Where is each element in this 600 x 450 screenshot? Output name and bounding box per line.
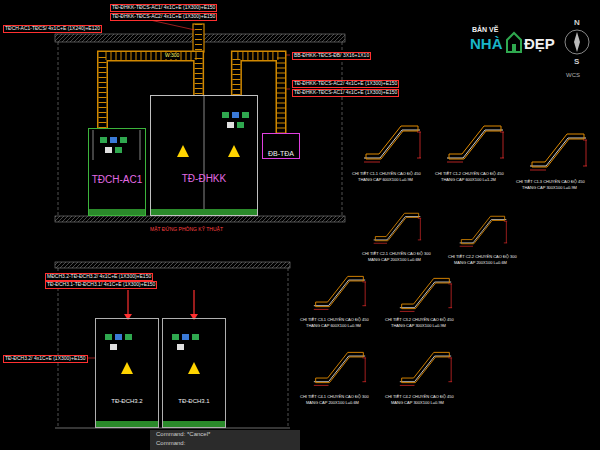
tray-detail bbox=[530, 134, 587, 170]
logo-text: ĐẸP bbox=[524, 35, 555, 52]
logo-text: NHÀ bbox=[470, 35, 503, 52]
detail-caption: CHI TIẾT C1.2 CHUYỂN CAO ĐỘ 450 bbox=[435, 172, 504, 177]
electrical-panel: TĐCH-AC1 bbox=[88, 128, 146, 216]
panel-internals bbox=[89, 130, 145, 215]
detail-caption: THANG CÁP 300X100 L=0.9M bbox=[391, 324, 446, 329]
logo-text: BẢN VẼ bbox=[472, 26, 498, 34]
detail-caption: CHI TIẾT C3.1 CHUYỂN CAO ĐỘ 450 bbox=[300, 318, 369, 323]
detail-caption: THANG CÁP 600X100 L=1.2M bbox=[441, 178, 496, 183]
cable-label: S bbox=[574, 57, 579, 66]
detail-caption: CHI TIẾT C4.1 CHUYỂN CAO ĐỘ 300 bbox=[300, 395, 369, 400]
tray-detail bbox=[364, 126, 421, 162]
cable-tray-riser bbox=[193, 24, 204, 52]
detail-caption: CHI TIẾT C2.2 CHUYỂN CAO ĐỘ 300 bbox=[448, 255, 517, 260]
tray-detail bbox=[374, 213, 422, 243]
panel-internals bbox=[96, 334, 225, 427]
detail-caption: MÁNG CÁP 200X100 L=0.6M bbox=[454, 261, 507, 266]
detail-caption: CHI TIẾT C1.3 CHUYỂN CAO ĐỘ 450 bbox=[516, 180, 585, 185]
panel-name: TĐ-ĐHKK bbox=[182, 173, 226, 184]
detail-caption: CHI TIẾT C4.2 CHUYỂN CAO ĐỘ 450 bbox=[385, 395, 454, 400]
cable-label: TĐ-ĐHKK-TĐCS-AC1/ 4x1C+E (1X300)+E150 bbox=[110, 4, 217, 12]
cable-label: TĐ-ĐCH3.2/ 4x1C+E (1X300)+E150 bbox=[3, 355, 88, 363]
electrical-panel: ĐB-TĐA bbox=[262, 133, 300, 159]
cable-label: TĐ-ĐCH3.1-TĐ-ĐCH3.1/ 4x1C+E (1X300)+E150 bbox=[45, 281, 157, 289]
cable-label: BB-ĐHKK-TĐCS-ĐB/ 3X16+1X10 bbox=[292, 52, 371, 60]
panel-name: ĐB-TĐA bbox=[268, 150, 294, 158]
cable-label: WCS bbox=[566, 72, 580, 79]
detail-caption: MÁNG CÁP 200X100 L=0.6M bbox=[368, 258, 421, 263]
cable-label: TĐ-ĐHKK-TĐCS-AC1/ 4x1C+E (1X300)+E150 bbox=[292, 89, 399, 97]
cable-label: MĐCH3.2-TĐ-ĐCH3.2/ 4x1C+E (1X300)+E150 bbox=[45, 273, 153, 281]
command-bar bbox=[150, 430, 300, 450]
electrical-panel: TĐ-ĐCH3.1 bbox=[162, 318, 226, 428]
logo-house bbox=[507, 33, 521, 52]
tray-detail bbox=[400, 352, 452, 385]
detail-caption: THANG CÁP 300X100 L=0.9M bbox=[522, 186, 577, 191]
detail-caption: THANG CÁP 600X100 L=0.9M bbox=[306, 324, 361, 329]
cable-drop bbox=[82, 290, 198, 358]
cable-label: N bbox=[574, 18, 580, 27]
cable-label: Command: bbox=[156, 440, 185, 447]
compass bbox=[565, 30, 589, 54]
tray-detail bbox=[400, 278, 452, 311]
panel-name: TĐ-ĐCH3.2 bbox=[111, 398, 142, 405]
panel-name: TĐ-ĐCH3.1 bbox=[178, 398, 209, 405]
tray-detail bbox=[447, 126, 504, 162]
tray-detail bbox=[460, 216, 508, 246]
panel-internals bbox=[151, 96, 257, 215]
electrical-panel: TĐ-ĐHKK bbox=[150, 95, 258, 216]
room-section-top bbox=[55, 34, 345, 222]
cable-label: MẶT ĐỨNG PHÒNG KỸ THUẬT bbox=[150, 227, 223, 233]
cable-label: TĐ-ĐHKK-TĐCS-AC2/ 4x1C+E (1X300)+E150 bbox=[292, 80, 399, 88]
detail-caption: CHI TIẾT C3.2 CHUYỂN CAO ĐỘ 450 bbox=[385, 318, 454, 323]
detail-caption: CHI TIẾT C2.1 CHUYỂN CAO ĐỘ 300 bbox=[362, 252, 431, 257]
detail-caption: MÁNG CÁP 300X100 L=0.9M bbox=[391, 401, 444, 406]
cable-label: TĐ-ĐHKK-TĐCS-AC2/ 4x1C+E (1X300)+E150 bbox=[110, 13, 217, 21]
cable-label: Command: *Cancel* bbox=[156, 431, 210, 438]
panel-name: TĐCH-AC1 bbox=[92, 174, 143, 185]
detail-caption: MÁNG CÁP 200X100 L=0.6M bbox=[306, 401, 359, 406]
cable-label: TĐCH-AC1-TĐCS/ 4x1C+E (1X240)+E120 bbox=[3, 25, 102, 33]
detail-caption: THANG CÁP 600X100 L=0.9M bbox=[358, 178, 413, 183]
tray-detail bbox=[314, 352, 366, 385]
electrical-panel: TĐ-ĐCH3.2 bbox=[95, 318, 159, 428]
tray-detail bbox=[314, 276, 366, 309]
detail-caption: CHI TIẾT C1.1 CHUYỂN CAO ĐỘ 450 bbox=[352, 172, 421, 177]
cable-label: W:300 bbox=[164, 53, 180, 59]
